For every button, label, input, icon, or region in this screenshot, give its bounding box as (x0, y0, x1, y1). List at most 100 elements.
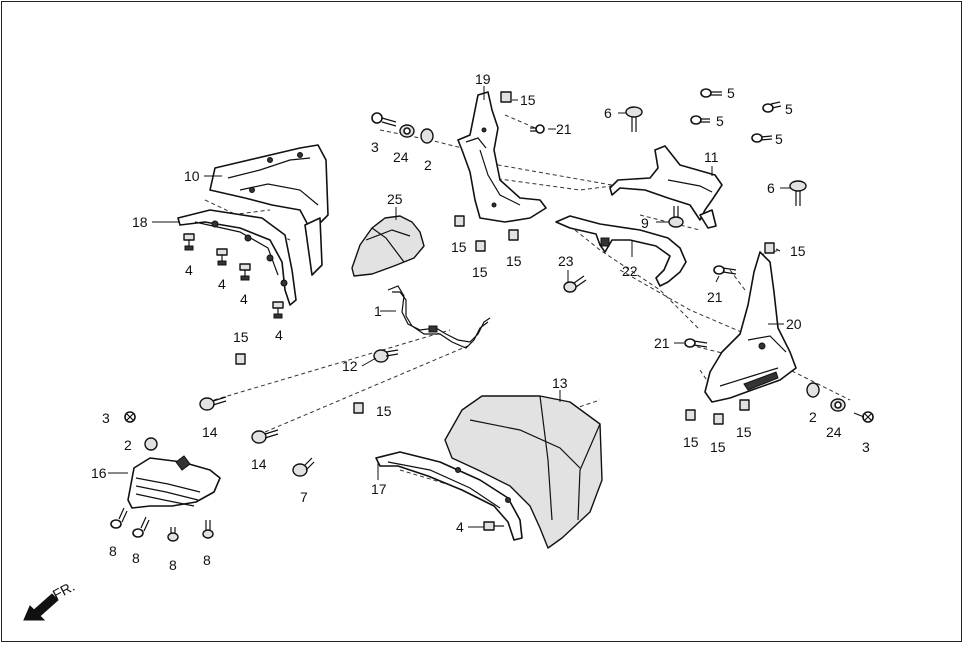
callout-5: 5 (716, 113, 724, 129)
callout-15: 15 (451, 239, 467, 255)
callout-4: 4 (275, 327, 283, 343)
callout-14: 14 (251, 456, 267, 472)
callout-18: 18 (132, 214, 148, 230)
callout-4: 4 (240, 291, 248, 307)
callout-14: 14 (202, 424, 218, 440)
clip-4 (272, 301, 284, 319)
front-direction-indicator: FR. (23, 578, 77, 621)
callout-4: 4 (218, 276, 226, 292)
screw-21 (530, 124, 545, 134)
screw-3 (124, 411, 136, 423)
nut-15 (739, 399, 750, 411)
collar-24 (830, 398, 846, 412)
callout-6: 6 (604, 105, 612, 121)
clip-4 (216, 248, 228, 266)
nut-15 (235, 353, 246, 365)
callout-1: 1 (374, 303, 382, 319)
callout-7: 7 (300, 489, 308, 505)
callout-3: 3 (862, 439, 870, 455)
callout-5: 5 (785, 101, 793, 117)
screw-8 (167, 527, 179, 542)
grommet-2 (420, 128, 434, 144)
fasteners (110, 88, 874, 542)
screw-8 (132, 516, 150, 538)
grommet-2 (144, 437, 158, 451)
callout-15: 15 (233, 329, 249, 345)
screw-5 (700, 88, 722, 98)
part-16-grille (127, 455, 221, 509)
grommet-2 (806, 382, 820, 398)
bolt-12 (373, 349, 399, 363)
screw-7 (292, 457, 315, 477)
callout-15: 15 (472, 264, 488, 280)
callout-21: 21 (707, 289, 723, 305)
nut-15 (713, 413, 724, 425)
screw-5 (690, 115, 710, 125)
nut-15 (764, 242, 775, 254)
callout-5: 5 (775, 131, 783, 147)
callout-15: 15 (520, 92, 536, 108)
callout-13: 13 (552, 375, 568, 391)
callout-11: 11 (704, 149, 719, 165)
nut-15 (508, 229, 519, 241)
callout-8: 8 (132, 550, 140, 566)
bolt-23 (563, 275, 587, 293)
part-20-right-cowl (704, 251, 797, 403)
callout-labels: 1 2 2 2 3 3 3 4 4 4 4 4 5 5 5 5 6 6 7 8 … (91, 71, 870, 573)
part-25-small-cover (351, 215, 425, 277)
callout-2: 2 (424, 157, 432, 173)
callout-4: 4 (185, 262, 193, 278)
callout-15: 15 (376, 403, 392, 419)
callout-22: 22 (622, 263, 638, 279)
nut-15 (685, 409, 696, 421)
screw-14 (199, 396, 227, 411)
callout-17: 17 (371, 481, 387, 497)
callout-15: 15 (790, 243, 806, 259)
callout-8: 8 (169, 557, 177, 573)
nut-15 (500, 91, 512, 103)
nut-15 (475, 240, 486, 252)
callout-25: 25 (387, 191, 403, 207)
screw-14 (251, 429, 279, 444)
callout-20: 20 (786, 316, 802, 332)
screw-5 (751, 133, 773, 143)
collar-24 (399, 124, 415, 138)
part-19-upper-bracket (457, 91, 547, 223)
part-1-wire-harness (387, 285, 491, 349)
clip-4 (483, 521, 504, 531)
bolt-6 (625, 106, 643, 132)
bolt-6 (789, 180, 807, 206)
nut-15 (454, 215, 465, 227)
callout-3: 3 (371, 139, 379, 155)
callout-12: 12 (342, 358, 358, 374)
screw-21 (713, 265, 737, 275)
screw-3 (853, 411, 874, 423)
callout-6: 6 (767, 180, 775, 196)
clip-4 (183, 233, 195, 251)
screw-3 (371, 112, 397, 127)
callout-2: 2 (124, 437, 132, 453)
callout-10: 10 (184, 168, 200, 184)
callout-16: 16 (91, 465, 107, 481)
part-22-lower-frame (555, 215, 687, 287)
screw-21 (684, 338, 708, 348)
part-17-lower-trim (375, 451, 523, 541)
screw-8 (110, 507, 128, 529)
callout-5: 5 (727, 85, 735, 101)
callout-8: 8 (203, 552, 211, 568)
nut-15 (353, 402, 364, 414)
bolt-9 (668, 206, 684, 228)
front-arrow-icon (23, 593, 59, 621)
callout-23: 23 (558, 253, 574, 269)
callout-9: 9 (641, 215, 649, 231)
clip-4 (239, 263, 251, 281)
callout-19: 19 (475, 71, 491, 87)
screw-8 (202, 520, 214, 539)
callout-21: 21 (654, 335, 670, 351)
callout-4: 4 (456, 519, 464, 535)
callout-15: 15 (710, 439, 726, 455)
part-18-side-panel (177, 209, 297, 306)
